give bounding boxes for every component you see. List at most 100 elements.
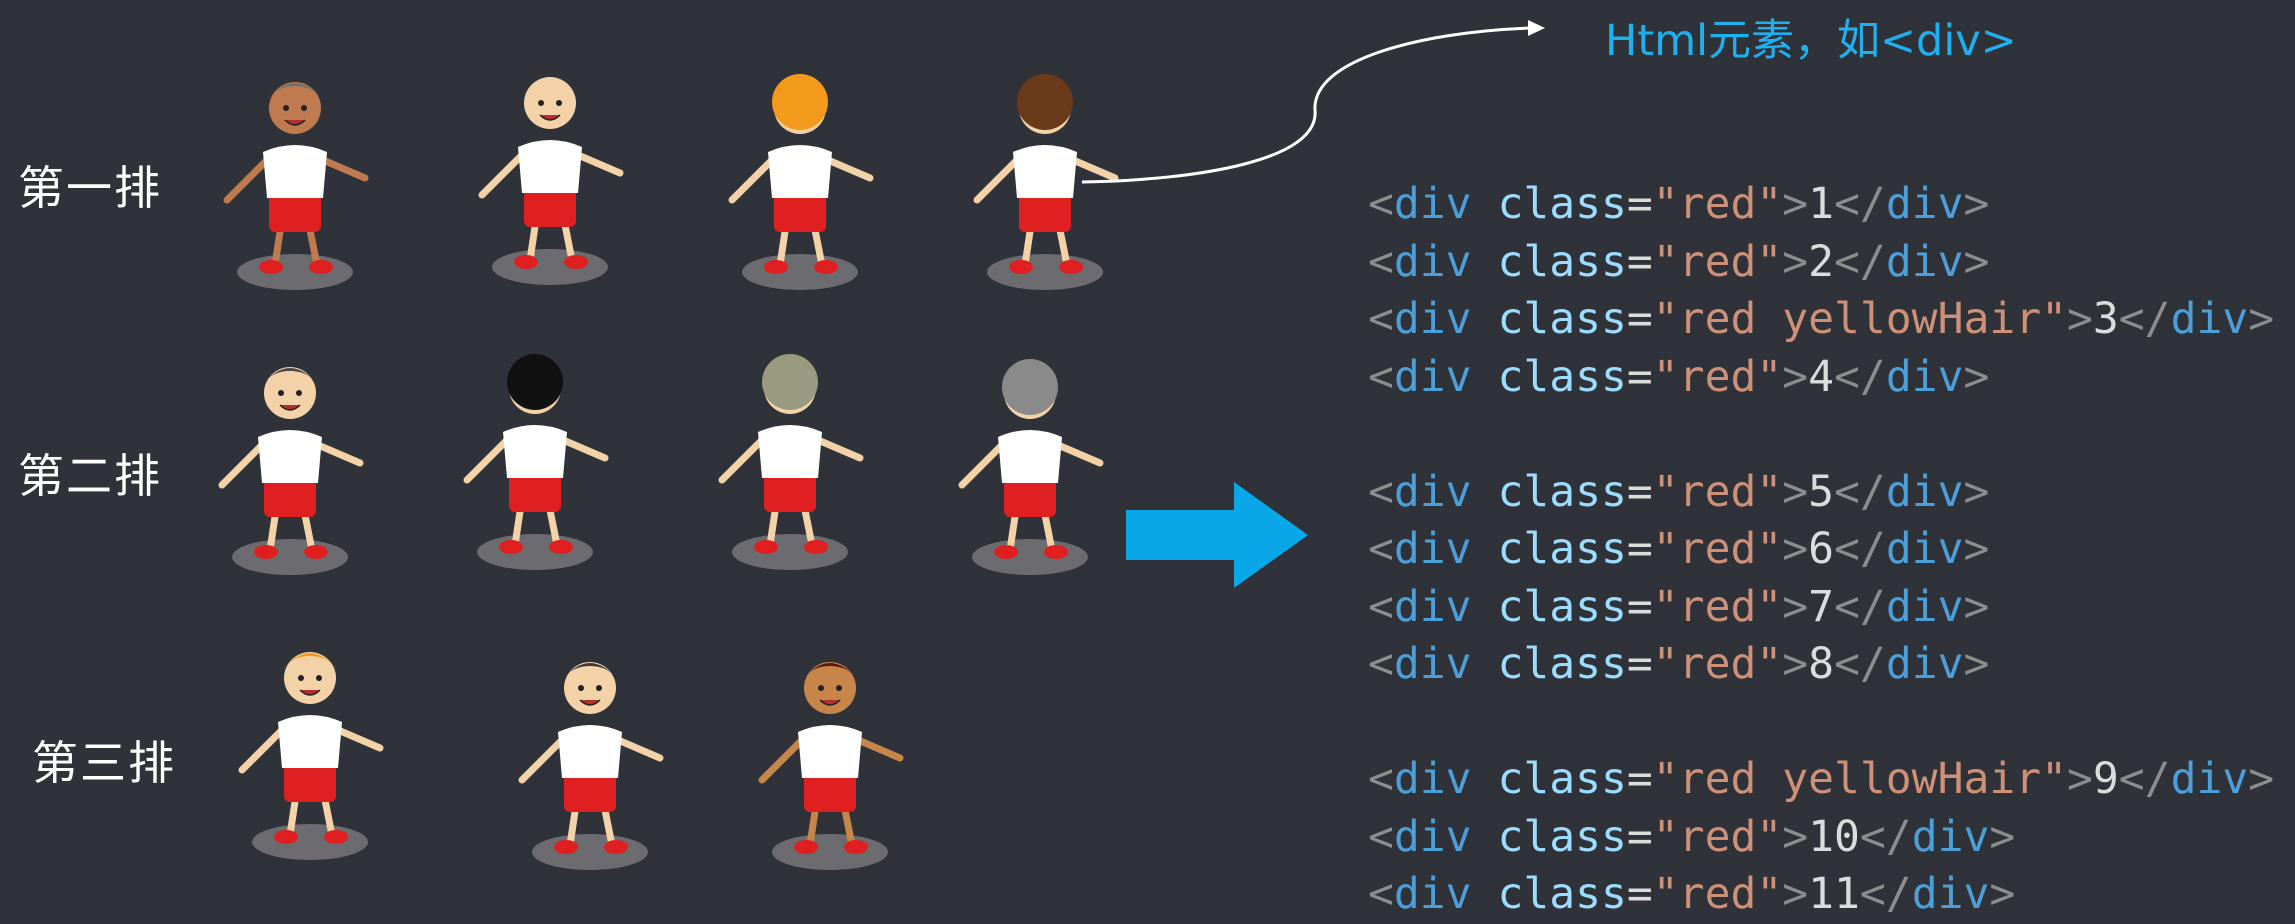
code-token	[1472, 524, 1498, 574]
code-token: <	[1368, 581, 1394, 632]
row-label-1: 第一排	[18, 161, 162, 215]
code-token: >	[2248, 754, 2275, 804]
code-token: >	[1989, 869, 2016, 919]
code-token: 1	[1808, 179, 1835, 229]
code-token: div	[2170, 754, 2249, 804]
kid-figure	[205, 60, 385, 290]
code-token: </	[1834, 351, 1886, 402]
code-token: =	[1626, 581, 1653, 632]
code-token: div	[1393, 754, 1472, 804]
code-token: class	[1497, 236, 1627, 287]
kid-figure	[955, 60, 1135, 290]
code-token: div	[1885, 236, 1964, 287]
code-token: "red"	[1652, 236, 1783, 287]
code-line: <div class="red">6</div>	[1368, 521, 2274, 579]
code-token: </	[1834, 466, 1886, 517]
annotation-label: Html元素，如<div>	[1605, 16, 2017, 66]
code-token: <	[1368, 294, 1394, 344]
code-token: =	[1626, 466, 1653, 517]
code-token: >	[1782, 581, 1809, 632]
code-token: <	[1368, 639, 1394, 689]
code-token: =	[1626, 754, 1653, 804]
code-token: >	[1782, 179, 1809, 229]
code-blank-line	[1368, 694, 2274, 752]
code-token: </	[1834, 524, 1886, 574]
right-arrow-icon	[1126, 482, 1308, 588]
code-token: =	[1626, 524, 1653, 574]
code-token: div	[1393, 294, 1472, 344]
code-token: div	[1393, 524, 1472, 574]
code-token: >	[1782, 351, 1809, 402]
kid-figure	[700, 340, 880, 570]
code-token: class	[1497, 294, 1627, 344]
code-line: <div class="red">4</div>	[1368, 349, 2274, 407]
code-line: <div class="red">1</div>	[1368, 176, 2274, 234]
code-token: =	[1626, 294, 1653, 344]
code-token: div	[1885, 581, 1964, 632]
code-token: </	[2118, 294, 2171, 344]
code-token: "red"	[1652, 811, 1783, 862]
code-token: class	[1497, 524, 1627, 574]
code-token: >	[1782, 811, 1809, 862]
code-token: <	[1368, 236, 1394, 287]
code-token: "red"	[1652, 351, 1783, 402]
code-token: "red"	[1652, 581, 1783, 632]
row-label-3: 第三排	[32, 736, 176, 790]
code-token: class	[1497, 581, 1627, 632]
code-token: div	[1885, 351, 1964, 402]
code-token: class	[1497, 869, 1627, 919]
code-token: div	[1911, 811, 1990, 862]
code-line: <div class="red">2</div>	[1368, 234, 2274, 292]
code-token: div	[1911, 869, 1990, 919]
code-token: =	[1626, 811, 1653, 862]
code-token: 9	[2092, 754, 2119, 804]
code-token: <	[1368, 811, 1394, 862]
code-token: </	[2118, 754, 2171, 804]
kid-figure	[940, 345, 1120, 575]
code-token: >	[1782, 524, 1809, 574]
code-token: 2	[1808, 236, 1835, 287]
code-token: =	[1626, 869, 1653, 919]
code-token: =	[1626, 351, 1653, 402]
code-token	[1472, 869, 1498, 919]
code-token: =	[1626, 236, 1653, 287]
code-token	[1472, 467, 1498, 517]
code-line: <div class="red yellowHair">3</div>	[1368, 291, 2274, 349]
code-token: <	[1368, 524, 1394, 574]
kid-figure	[460, 55, 640, 285]
code-token: div	[1885, 179, 1964, 229]
code-token	[1472, 237, 1498, 287]
code-token: div	[1885, 466, 1964, 517]
code-token: 6	[1808, 524, 1835, 574]
code-token	[1472, 294, 1498, 344]
code-token: class	[1497, 351, 1627, 402]
code-token: >	[1963, 524, 1990, 574]
code-token: 11	[1808, 869, 1860, 919]
code-token: div	[1393, 179, 1472, 229]
code-token: "red"	[1652, 524, 1783, 574]
kid-figure	[200, 345, 380, 575]
code-token: <	[1368, 869, 1394, 919]
code-token: class	[1497, 639, 1627, 689]
code-token: =	[1626, 179, 1653, 229]
code-token: class	[1497, 466, 1627, 517]
code-token: "red"	[1652, 466, 1783, 517]
code-token	[1472, 582, 1498, 632]
kid-figure	[445, 340, 625, 570]
code-token	[1472, 812, 1498, 862]
code-token: >	[1989, 811, 2016, 862]
code-token: "red yellowHair"	[1652, 294, 2068, 344]
kid-figure	[220, 630, 400, 860]
code-token	[1472, 352, 1498, 402]
kid-figure	[740, 640, 920, 870]
code-line: <div class="red">11</div>	[1368, 866, 2274, 924]
code-token: div	[1393, 351, 1472, 402]
code-token	[1472, 179, 1498, 229]
code-token: "red"	[1652, 639, 1783, 689]
code-token: div	[2170, 294, 2249, 344]
code-token: >	[2067, 294, 2093, 344]
code-token: class	[1497, 811, 1627, 862]
code-token: "red yellowHair"	[1652, 754, 2068, 804]
code-token: </	[1834, 581, 1886, 632]
